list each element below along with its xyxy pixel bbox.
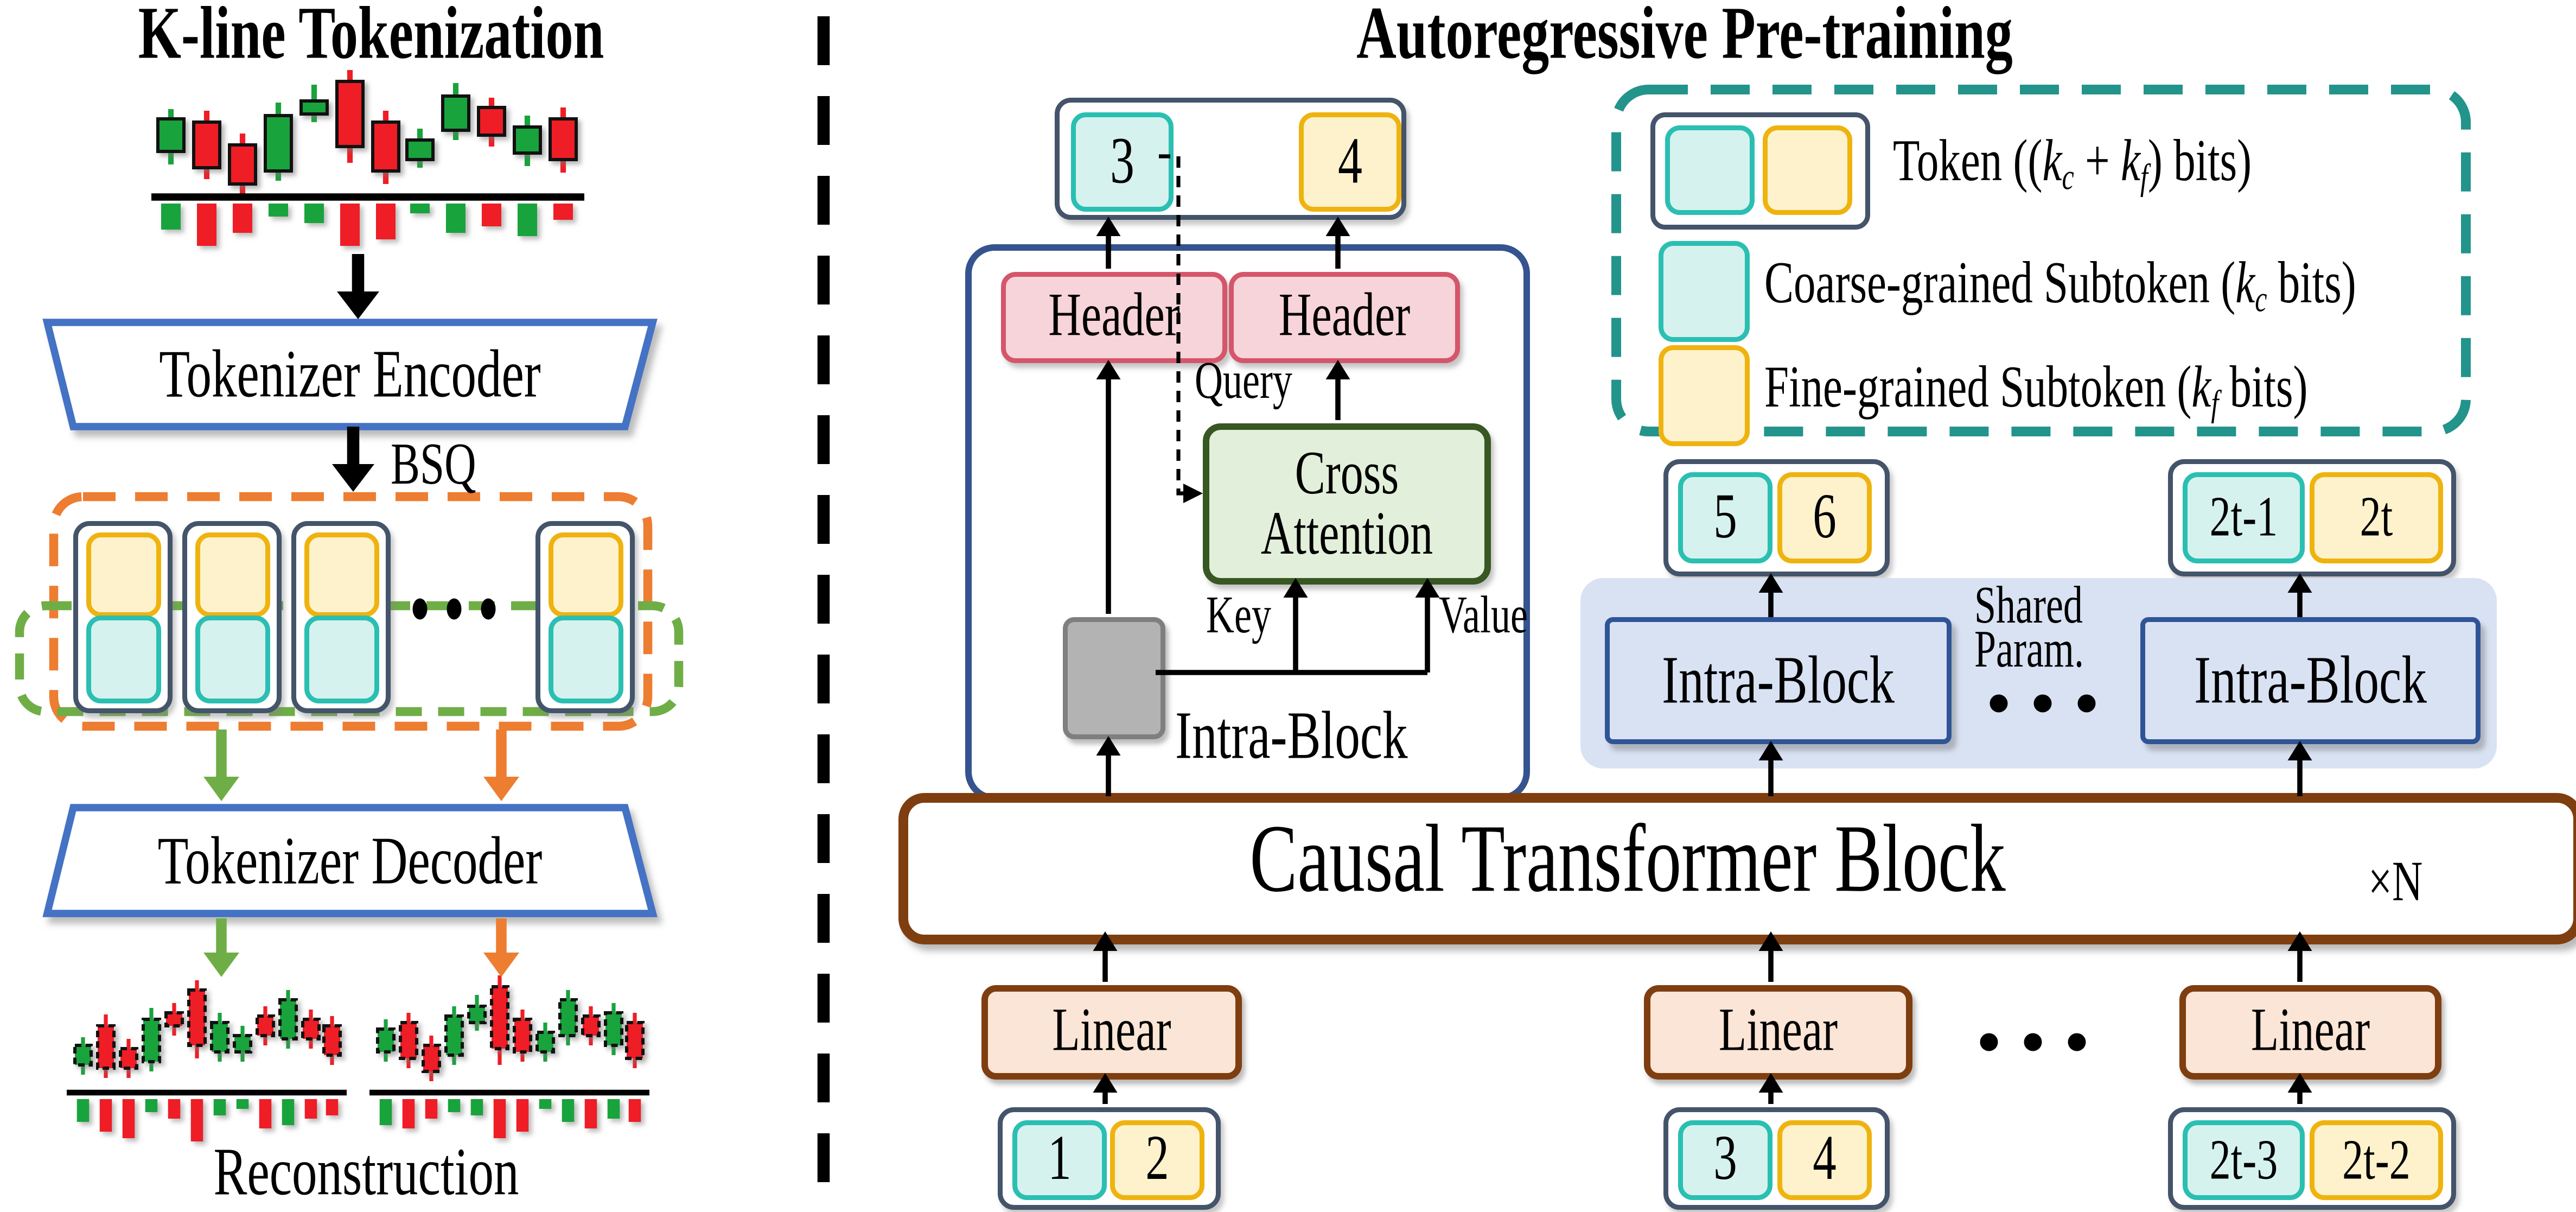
token-box-3-4: 3 4 xyxy=(1663,1107,1890,1210)
coarse-subtoken xyxy=(304,615,379,703)
fine-subtoken: 2 xyxy=(1110,1120,1204,1200)
coarse-subtoken xyxy=(86,615,161,703)
key-label: Key xyxy=(1206,588,1271,646)
legend-fine-icon xyxy=(1659,345,1750,446)
coarse-subtoken: 2t-1 xyxy=(2183,472,2305,563)
cross-attention-box: Cross Attention xyxy=(1203,423,1491,585)
fine-subtoken xyxy=(86,532,161,617)
tokenizer-decoder-label: Tokenizer Decoder xyxy=(157,821,543,898)
header-box-coarse: Header xyxy=(1001,272,1227,363)
fine-subtoken: 6 xyxy=(1777,472,1872,563)
header-box-fine: Header xyxy=(1229,272,1460,363)
coarse-subtoken xyxy=(549,615,623,703)
fine-subtoken xyxy=(304,532,379,617)
tokenizer-encoder-shape xyxy=(42,319,658,430)
fine-subtoken xyxy=(549,532,623,617)
legend-fine-label: Fine-grained Subtoken (kf bits) xyxy=(1764,354,2308,426)
token-cell xyxy=(535,521,635,713)
coarse-subtoken xyxy=(195,615,270,703)
intra-block-box-1: Intra-Block xyxy=(1605,617,1952,744)
legend-coarse-label: Coarse-grained Subtoken (kc bits) xyxy=(1764,250,2356,321)
orange-dashed-token-group xyxy=(49,492,653,731)
coarse-subtoken: 3 xyxy=(1678,1120,1772,1200)
left-panel-title: K-line Tokenization xyxy=(138,0,604,75)
query-label: Query xyxy=(1195,353,1292,411)
bsq-label: BSQ xyxy=(391,430,476,497)
coarse-subtoken: 5 xyxy=(1678,472,1772,563)
kline-chart xyxy=(151,70,584,246)
reconstruction-chart-right xyxy=(369,975,649,1138)
coarse-subtoken: 1 xyxy=(1012,1120,1107,1200)
legend-fine-in-token-icon xyxy=(1763,125,1852,215)
repeat-n-label: ×N xyxy=(2368,849,2423,913)
value-label: Value xyxy=(1439,588,1528,646)
legend-token-label: Token ((kc + kf) bits) xyxy=(1893,128,2252,199)
linear-box-2: Linear xyxy=(1644,985,1912,1080)
token-box-2t1-2t: 2t-1 2t xyxy=(2168,459,2456,576)
causal-transformer-block xyxy=(898,793,2576,944)
tokenizer-encoder-label: Tokenizer Encoder xyxy=(159,335,541,412)
fine-subtoken: 4 xyxy=(1777,1120,1872,1200)
legend-coarse-icon xyxy=(1659,241,1750,342)
fine-subtoken: 4 xyxy=(1299,112,1401,212)
causal-transformer-block-label: Causal Transformer Block xyxy=(1249,805,2006,913)
fine-subtoken: 2t-2 xyxy=(2310,1120,2443,1200)
reconstruction-chart-left xyxy=(67,980,347,1141)
intra-block-caption: Intra-Block xyxy=(1175,696,1408,773)
token-cell xyxy=(291,521,391,713)
fine-subtoken: 2t xyxy=(2310,472,2443,563)
coarse-subtoken: 2t-3 xyxy=(2183,1120,2305,1200)
coarse-subtoken: 3 xyxy=(1071,112,1174,212)
linear-box-1: Linear xyxy=(981,985,1242,1080)
token-box-1-2: 1 2 xyxy=(998,1107,1221,1210)
reconstruction-label: Reconstruction xyxy=(213,1133,519,1210)
token-box-5-6: 5 6 xyxy=(1663,459,1890,576)
right-panel-title: Autoregressive Pre-training xyxy=(1356,0,2013,75)
legend-dashed-border xyxy=(1611,85,2471,436)
output-token-box: 3 4 xyxy=(1055,98,1406,220)
shared-param-label: Shared Param. xyxy=(1974,578,2084,680)
legend-coarse-in-token-icon xyxy=(1665,125,1755,215)
token-cell xyxy=(73,521,173,713)
token-box-2t3-2t2: 2t-3 2t-2 xyxy=(2168,1107,2456,1210)
legend-token-icon xyxy=(1650,112,1870,230)
token-cell xyxy=(182,521,282,713)
hidden-state-box xyxy=(1063,617,1165,739)
tokenizer-decoder-shape xyxy=(42,804,658,917)
fine-subtoken xyxy=(195,532,270,617)
linear-box-3: Linear xyxy=(2179,985,2441,1080)
intra-block-box-2: Intra-Block xyxy=(2140,617,2481,744)
